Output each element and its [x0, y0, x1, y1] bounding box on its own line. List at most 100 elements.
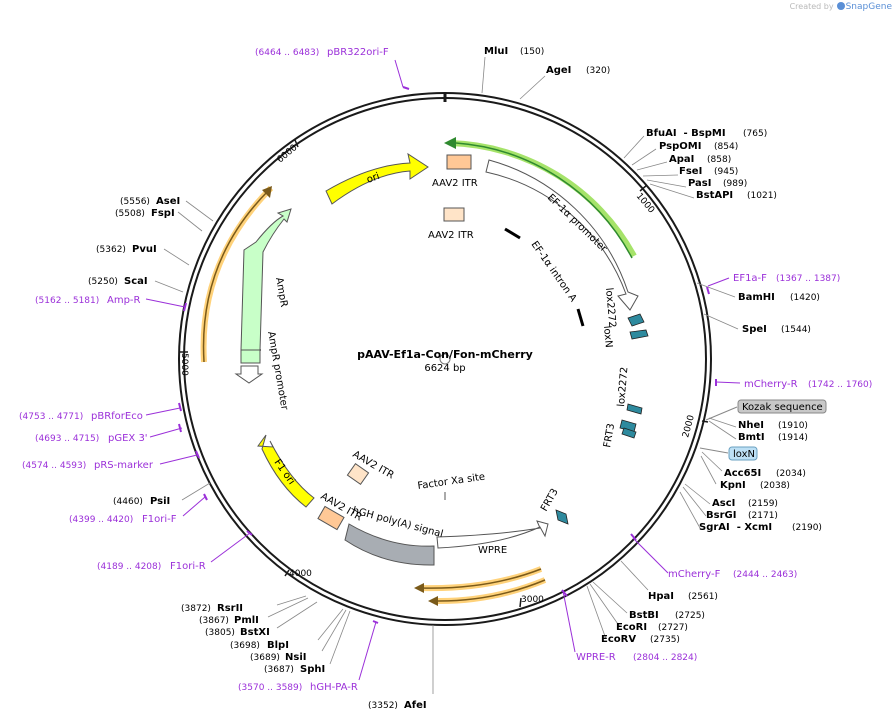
- ampr-box: [240, 349, 261, 364]
- primer-name: pGEX 3': [108, 433, 148, 444]
- primer-range: (1367 .. 1387): [776, 274, 840, 284]
- primer-range: (2444 .. 2463): [733, 570, 797, 580]
- cds-arrow-1-head: [414, 583, 424, 593]
- primer-range: (4753 .. 4771): [19, 412, 83, 422]
- enzyme-name: RsrII: [217, 603, 243, 614]
- enzyme-name: AscI: [712, 498, 735, 509]
- enzyme-name: PmlI: [234, 615, 259, 626]
- enzyme-name: PspOMI: [659, 141, 701, 152]
- primer-range: (1742 .. 1760): [808, 380, 872, 390]
- plasmid-name: pAAV-Ef1a-Con/Fon-mCherry: [357, 348, 533, 361]
- intron-start-mark: [504, 227, 521, 240]
- lox2272-arrow-2: [626, 403, 643, 415]
- enzyme-position: (989): [723, 179, 747, 189]
- enzyme-name: AfeI: [404, 700, 427, 711]
- loxn-callout-line: [699, 447, 729, 454]
- frt3-label-2: FRT3: [539, 487, 561, 514]
- enzyme-position: (1021): [747, 191, 777, 201]
- enzyme-position: (945): [714, 167, 738, 177]
- tick-4000: 4000: [289, 569, 312, 579]
- aav2-itr-label-2: AAV2 ITR: [428, 230, 474, 241]
- enzyme-name: EcoRV: [601, 634, 636, 645]
- loxn-arrow-1: [629, 329, 649, 340]
- frt3-label-1: FRT3: [602, 423, 617, 449]
- primer-name: mCherry-F: [668, 569, 721, 580]
- enzyme-name: SpeI: [742, 324, 767, 335]
- hgh-polya-box: [344, 523, 435, 566]
- enzyme-name: KpnI: [720, 480, 746, 491]
- primer-range: (4693 .. 4715): [35, 434, 99, 444]
- enzyme-position: (2034): [776, 469, 806, 479]
- enzyme-name: MluI: [484, 46, 508, 57]
- cds-left-line: [202, 190, 269, 363]
- enzyme-name: HpaI: [648, 591, 674, 602]
- enzyme-position: (1910): [778, 421, 808, 431]
- primer-range: (3570 .. 3589): [238, 683, 302, 693]
- ef1a-cds-highlight: [449, 140, 637, 258]
- enzyme-position: (2727): [658, 623, 688, 633]
- enzyme-position: (4460): [113, 497, 143, 507]
- enzyme-name: NheI: [738, 420, 764, 431]
- enzyme-name: SgrAI - XcmI: [699, 522, 772, 533]
- primer-range: (5162 .. 5181): [35, 296, 99, 306]
- tick-3000: 3000: [521, 595, 544, 605]
- enzyme-position: (3689): [250, 653, 280, 663]
- enzyme-position: (854): [714, 142, 738, 152]
- enzyme-position: (3687): [264, 665, 294, 675]
- tick-5000: 5000: [179, 353, 189, 376]
- ampr-arrow: [240, 208, 292, 351]
- primer-range: (4189 .. 4208): [97, 562, 161, 572]
- primer-name: EF1a-F: [733, 273, 767, 284]
- ef1a-intron-label: EF-1α intron A: [529, 239, 579, 304]
- enzyme-position: (2561): [688, 592, 718, 602]
- tick-1000: 1000: [634, 192, 657, 216]
- aav2-itr-box-3: [346, 462, 370, 486]
- enzyme-labels: MluI (150) AgeI (320) BfuAI - BspMI (765…: [88, 46, 822, 711]
- ampr-label: AmpR: [273, 277, 289, 308]
- enzyme-position: (858): [707, 155, 731, 165]
- enzyme-name: SphI: [300, 664, 325, 675]
- enzyme-position: (2159): [748, 499, 778, 509]
- enzyme-position: (5556): [120, 197, 150, 207]
- primer-name: pBR322ori-F: [327, 47, 389, 58]
- enzyme-name: FseI: [679, 166, 702, 177]
- primer-name: hGH-PA-R: [310, 682, 358, 693]
- primer-name: Amp-R: [107, 295, 141, 306]
- enzyme-name: BstXI: [240, 627, 270, 638]
- enzyme-name: PvuI: [132, 244, 157, 255]
- ampr-promoter-label: AmpR promoter: [265, 331, 290, 412]
- enzyme-position: (2038): [760, 481, 790, 491]
- primer-range: (4574 .. 4593): [22, 461, 86, 471]
- kozak-callout-box: [737, 399, 827, 414]
- primer-range: (4399 .. 4420): [69, 515, 133, 525]
- ori-label: ori: [365, 171, 381, 186]
- enzyme-position: (320): [586, 66, 610, 76]
- intron-end-mark: [576, 308, 585, 327]
- primer-name: pBRforEco: [91, 411, 143, 422]
- plasmid-length: 6624 bp: [424, 363, 465, 374]
- enzyme-position: (1914): [778, 433, 808, 443]
- enzyme-position: (3867): [199, 616, 229, 626]
- enzyme-name: BstAPI: [696, 190, 733, 201]
- enzyme-position: (2725): [675, 611, 705, 621]
- credit-brand: SnapGene: [845, 2, 892, 12]
- aav2-itr-box-2: [443, 207, 465, 222]
- enzyme-name: EcoRI: [616, 622, 647, 633]
- primer-range: (6464 .. 6483): [255, 48, 319, 58]
- enzyme-name: BmtI: [738, 432, 765, 443]
- enzyme-position: (2190): [792, 523, 822, 533]
- ef1a-promoter-arrow: [485, 159, 639, 311]
- frt3-arrow-2: [555, 509, 569, 525]
- primer-name: pRS-marker: [94, 460, 154, 471]
- enzyme-position: (3698): [230, 641, 260, 651]
- enzyme-position: (5362): [96, 245, 126, 255]
- snapgene-credit: Created by SnapGene: [790, 2, 892, 12]
- enzyme-leaders: [154, 56, 739, 694]
- center-mark: [439, 353, 451, 365]
- factor-xa-label: Factor Xa site: [417, 472, 486, 492]
- wpre-label: WPRE: [478, 545, 507, 556]
- aav2-itr-box-1: [446, 154, 472, 170]
- enzyme-position: (2171): [748, 511, 778, 521]
- credit-prefix: Created by: [789, 2, 834, 11]
